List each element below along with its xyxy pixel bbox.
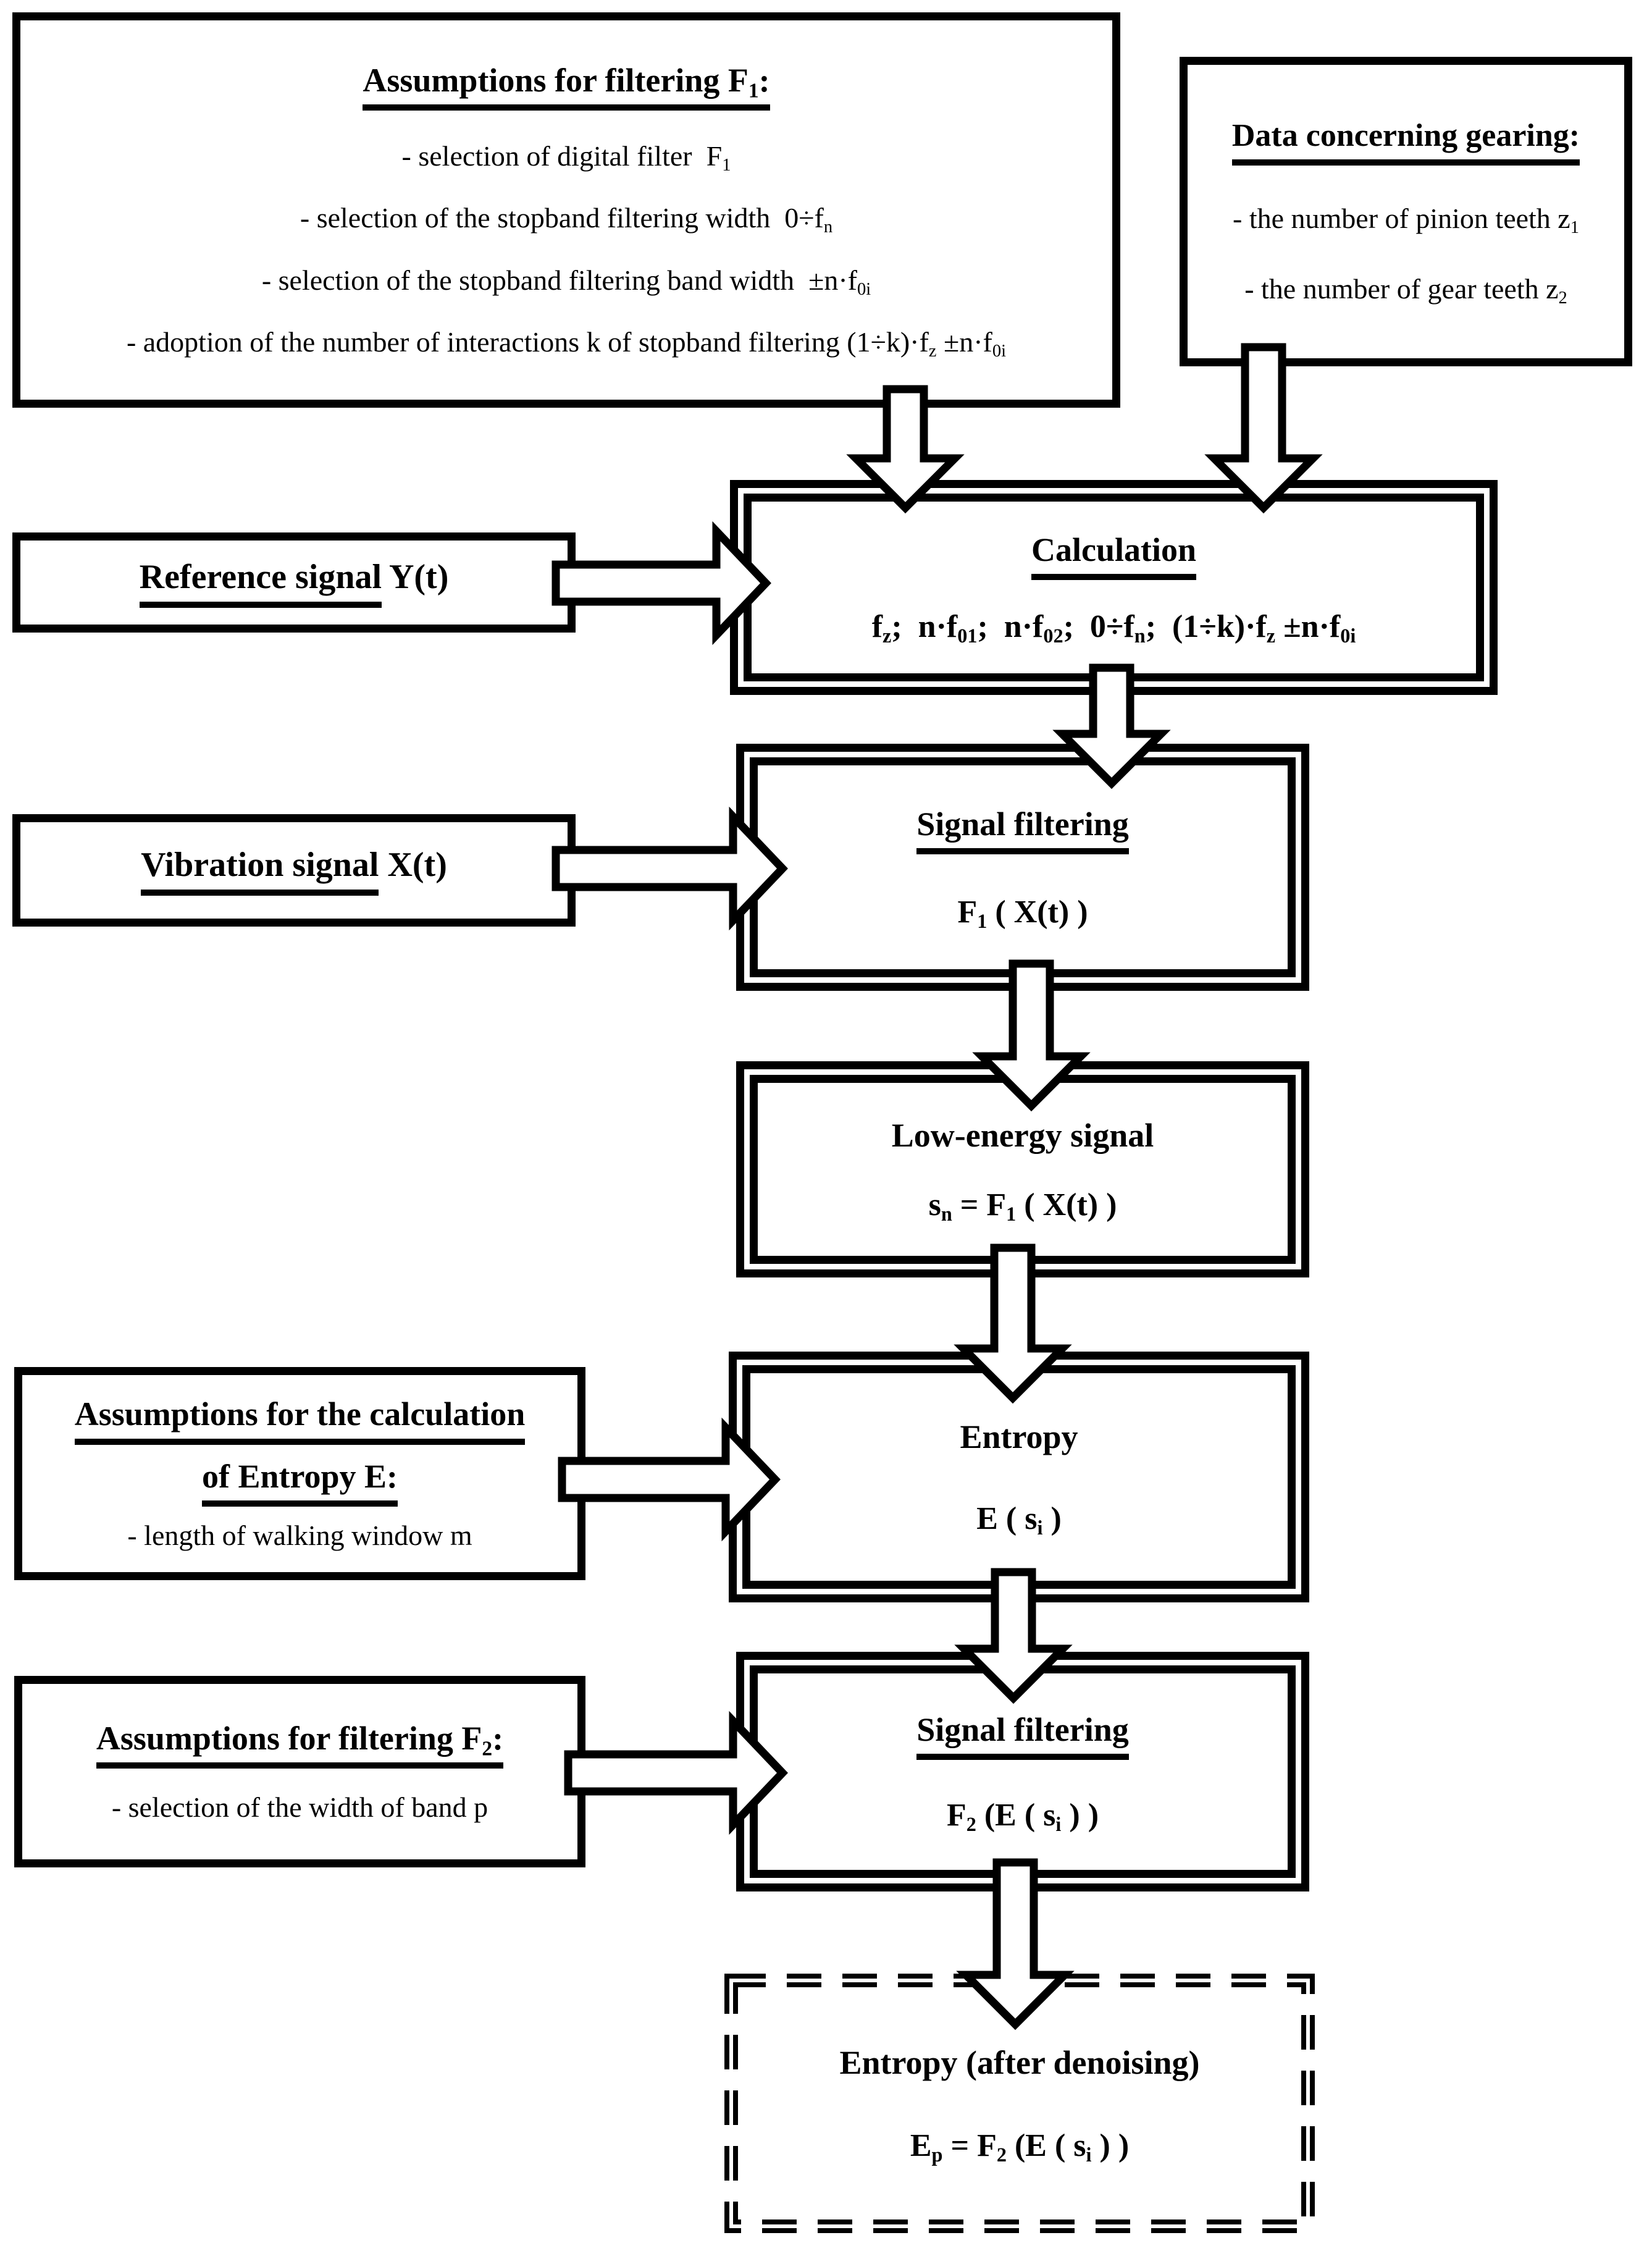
box-f2-assumptions: Assumptions for filtering F2: - selectio… <box>14 1676 585 1867</box>
arrow-signal-filtering-2-to-entropy-denoised <box>956 1858 1075 2030</box>
arrow-gearing-to-calculation <box>1204 343 1323 514</box>
arrow-reference-to-calculation <box>551 521 771 646</box>
signal-filtering-1-title: Signal filtering <box>916 805 1129 855</box>
entropy-title: Entropy <box>960 1418 1078 1456</box>
low-energy-title: Low-energy signal <box>891 1116 1154 1154</box>
arrow-calculation-to-signal-filtering-1 <box>1052 663 1171 789</box>
list-item: - the number of gear teeth z2 <box>1244 273 1567 308</box>
box-assumptions-f1: Assumptions for filtering F1: - selectio… <box>12 12 1120 408</box>
list-item: - selection of the stopband filtering wi… <box>300 202 833 237</box>
list-item: - selection of the stopband filtering ba… <box>261 264 871 299</box>
box-signal-filtering-1: Signal filtering F1 ( X(t) ) <box>736 744 1309 991</box>
gearing-title: Data concerning gearing: <box>1231 117 1580 166</box>
arrow-vibration-to-signal-filtering-1 <box>551 806 788 931</box>
arrow-f2-assumptions-to-signal-filtering-2 <box>564 1710 788 1835</box>
list-item: - selection of digital filter F1 <box>401 140 731 175</box>
arrow-assumptions-f1-to-calculation <box>846 385 965 514</box>
entropy-assumptions-title-line1: Assumptions for the calculation <box>74 1395 526 1445</box>
f2-assumptions-title: Assumptions for filtering F2: <box>96 1719 504 1769</box>
vibration-signal-label: Vibration signal X(t) <box>141 845 447 896</box>
list-item: - selection of the width of band p <box>111 1791 488 1824</box>
signal-filtering-2-title: Signal filtering <box>916 1710 1129 1761</box>
entropy-formula: E ( si ) <box>976 1500 1062 1539</box>
signal-filtering-2-formula: F2 (E ( si ) ) <box>946 1797 1099 1835</box>
calculation-title: Calculation <box>1031 531 1197 580</box>
entropy-assumptions-title-line2: of Entropy E: <box>201 1457 398 1507</box>
assumptions-f1-title: Assumptions for filtering F1: <box>363 61 770 111</box>
entropy-denoised-title: Entropy (after denoising) <box>839 2043 1200 2081</box>
box-calculation: Calculation fz; n·f01; n·f02; 0÷fn; (1÷k… <box>730 480 1498 695</box>
box-vibration-signal: Vibration signal X(t) <box>12 814 576 927</box>
arrow-signal-filtering-1-to-low-energy <box>972 959 1091 1112</box>
low-energy-formula: sn = F1 ( X(t) ) <box>928 1187 1117 1226</box>
arrow-entropy-to-signal-filtering-2 <box>954 1568 1073 1704</box>
box-gearing: Data concerning gearing: - the number of… <box>1180 57 1632 366</box>
calculation-formula: fz; n·f01; n·f02; 0÷fn; (1÷k)·fz ±n·f0i <box>871 608 1356 647</box>
entropy-denoised-formula: Ep = F2 (E ( si ) ) <box>910 2128 1130 2166</box>
box-entropy: Entropy E ( si ) <box>729 1352 1309 1602</box>
arrow-entropy-assumptions-to-entropy <box>558 1417 781 1542</box>
list-item: - the number of pinion teeth z1 <box>1233 203 1579 238</box>
arrow-low-energy-to-entropy <box>954 1243 1072 1404</box>
signal-filtering-1-formula: F1 ( X(t) ) <box>957 894 1088 932</box>
reference-signal-label: Reference signal Y(t) <box>139 557 448 608</box>
list-item: - adoption of the number of interactions… <box>126 326 1007 361</box>
box-entropy-assumptions: Assumptions for the calculation of Entro… <box>14 1367 585 1580</box>
list-item: - length of walking window m <box>127 1519 472 1551</box>
box-reference-signal: Reference signal Y(t) <box>12 532 576 633</box>
